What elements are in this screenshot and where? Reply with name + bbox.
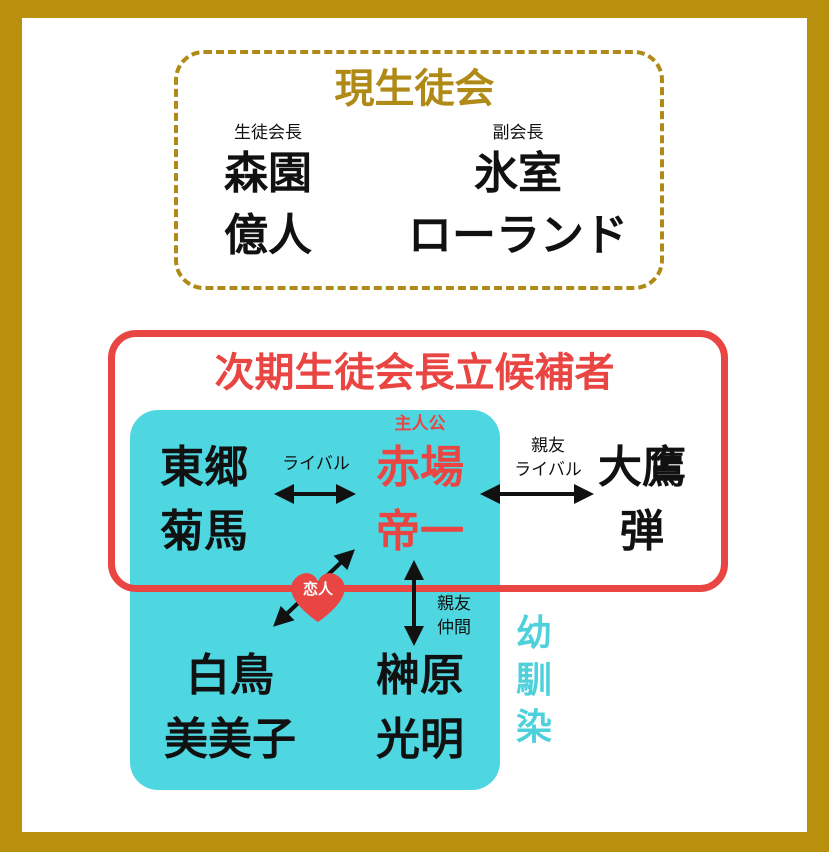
otaka-name-line1: 大鷹 [598, 442, 686, 493]
lover-label: 恋人 [302, 580, 333, 598]
relation-arrows [273, 484, 594, 646]
sakaki-name-line1: 榊原 [376, 650, 464, 701]
shiratori-name-line2: 美美子 [164, 714, 296, 765]
vice-president-role-label: 副会長 [492, 123, 544, 143]
otaka-name-line2: 弾 [620, 506, 664, 557]
sakaki-name-line2: 光明 [376, 714, 464, 765]
childhood-friends-label-char-2: 馴 [515, 658, 552, 701]
togo-name-line2: 菊馬 [160, 506, 248, 557]
best-friend-rival-label-2: ライバル [514, 460, 582, 480]
president-name-line1: 森園 [224, 148, 312, 199]
vice-president-name-line2: ローランド [408, 210, 628, 261]
shiratori-name-line1: 白鳥 [186, 650, 274, 701]
best-friend-ally-label-1: 親友 [437, 594, 471, 614]
president-role-label: 生徒会長 [234, 123, 302, 143]
diagram-canvas: 現生徒会 生徒会長 森園 億人 副会長 氷室 ローランド 次期生徒会長立候補者 … [22, 18, 807, 832]
togo-name-line1: 東郷 [160, 442, 248, 493]
heart-icon [291, 573, 345, 622]
rival-label: ライバル [282, 454, 350, 474]
current-council-box [174, 50, 664, 290]
akaba-name-line2: 帝一 [376, 506, 464, 557]
candidates-title: 次期生徒会長立候補者 [214, 349, 615, 396]
current-council-title: 現生徒会 [334, 65, 495, 112]
akaba-name-line1: 赤場 [376, 442, 464, 493]
best-friend-ally-label-2: 仲間 [437, 618, 471, 638]
childhood-friends-label-char-3: 染 [515, 705, 552, 748]
vice-president-name-line1: 氷室 [474, 148, 562, 199]
childhood-friends-label: 幼 馴 染 [506, 610, 562, 750]
protagonist-tag: 主人公 [394, 414, 446, 434]
president-name-line2: 億人 [224, 210, 312, 261]
childhood-friends-label-char-1: 幼 [515, 612, 552, 654]
best-friend-rival-label-1: 親友 [531, 436, 565, 456]
